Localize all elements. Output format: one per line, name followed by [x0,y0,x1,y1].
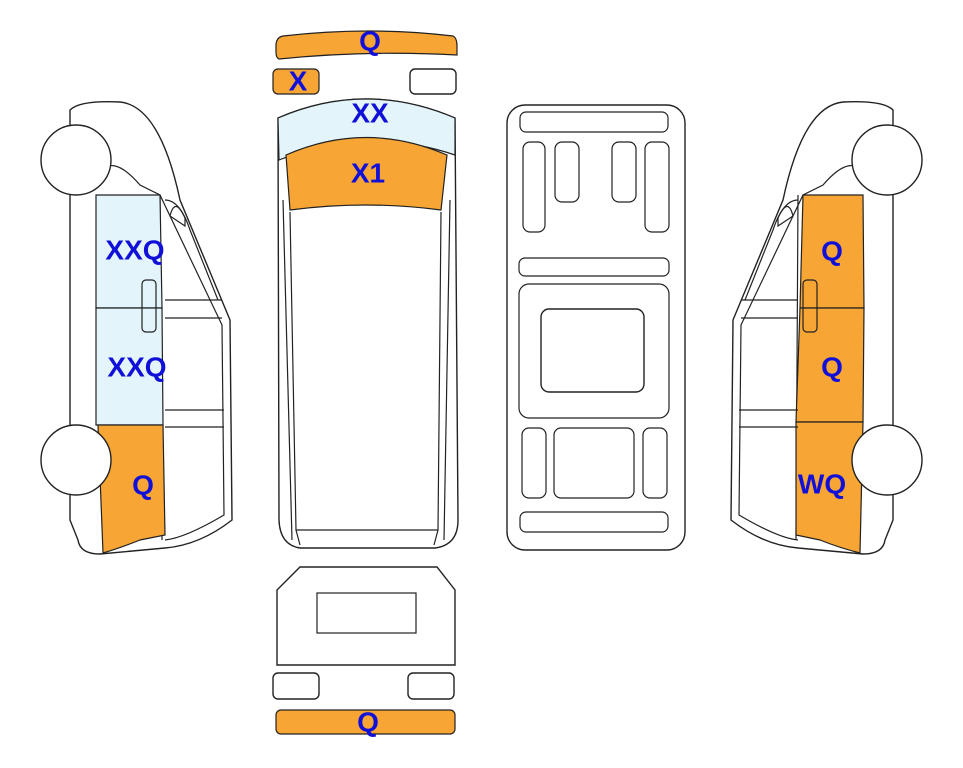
right-front-fender[interactable] [795,421,864,554]
left-rear-wheel [40,124,112,196]
rear-bumper[interactable] [275,709,456,735]
label-left-front-fender: Q [132,470,154,501]
label-right-rear-door: Q [821,352,843,383]
rear-view [276,566,456,666]
rear-left-light[interactable] [272,672,320,700]
label-left-rear-door: XXQ [107,352,166,383]
underbody-view [506,104,686,551]
right-rear-wheel [851,124,923,196]
top-view: XX X1 [277,98,459,549]
rear-right-light[interactable] [407,672,455,700]
label-rear-bumper: Q [357,707,379,738]
label-hood: X1 [351,158,385,189]
hood[interactable] [285,136,448,211]
left-side-view: XXQ XXQ Q [40,100,233,555]
label-left-rear-quarter: XXQ [105,235,164,266]
label-right-front-fender: WQ [798,469,846,500]
right-side-view: Q Q WQ [730,100,923,555]
left-front-fender[interactable] [97,424,166,554]
right-front-wheel [851,424,923,496]
label-windshield: XX [351,98,389,129]
right-headlight[interactable] [409,68,457,95]
front-bumper[interactable] [275,30,458,60]
left-headlight[interactable] [272,68,320,95]
left-front-wheel [40,424,112,496]
label-front-bumper: Q [359,26,381,57]
label-right-rear-quarter: Q [821,236,843,267]
label-left-headlight: X [289,66,308,97]
